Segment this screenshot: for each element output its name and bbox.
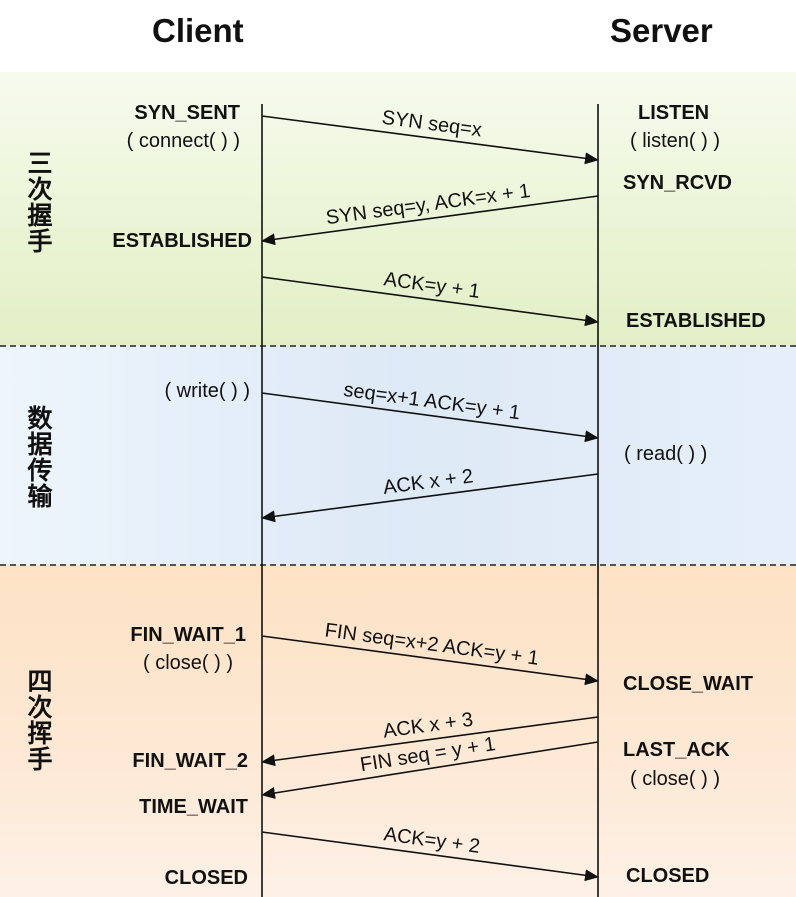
server-state-close-wait: CLOSE_WAIT <box>623 673 754 695</box>
server-state-last-ack: LAST_ACK <box>623 739 730 761</box>
phase-band-teardown <box>0 565 796 897</box>
message-arrow <box>261 115 599 165</box>
message-arrow <box>261 831 599 882</box>
server-state-syn-rcvd: SYN_RCVD <box>623 172 732 194</box>
message-label: seq=x+1 ACK=y + 1 <box>342 379 521 424</box>
message-arrow <box>261 195 599 246</box>
message-label: FIN seq=x+2 ACK=y + 1 <box>324 619 541 669</box>
message-arrow <box>261 473 599 523</box>
message-arrow <box>261 716 599 767</box>
message-arrow <box>261 635 599 686</box>
phase-divider <box>0 345 796 347</box>
message-label: SYN seq=x <box>381 107 484 142</box>
phase-band-data-transfer <box>0 346 796 565</box>
client-call-write: ( write( ) ) <box>164 380 250 402</box>
client-title: Client <box>152 12 244 49</box>
client-state-closed: CLOSED <box>164 867 248 889</box>
server-call-read: ( read( ) ) <box>624 443 708 465</box>
server-state-established: ESTABLISHED <box>626 310 766 332</box>
client-state-fin-wait-1: FIN_WAIT_1 <box>130 624 246 646</box>
client-state-fin-wait-2: FIN_WAIT_2 <box>132 750 248 772</box>
client-state-time-wait: TIME_WAIT <box>139 796 248 818</box>
message-label: ACK=y + 1 <box>382 268 481 303</box>
server-state-closed: CLOSED <box>626 865 710 887</box>
client-state-syn-sent: SYN_SENT <box>134 102 240 124</box>
server-call-close: ( close( ) ) <box>630 768 720 790</box>
message-label: ACK x + 2 <box>382 465 475 499</box>
phase-label-data-transfer: 数据传输 <box>24 405 52 509</box>
phase-label-teardown: 四次挥手 <box>24 668 52 772</box>
phase-label-handshake: 三次握手 <box>24 150 52 254</box>
phase-divider <box>0 564 796 566</box>
client-call-close: ( close( ) ) <box>143 652 233 674</box>
message-label: ACK=y + 2 <box>382 823 481 858</box>
client-state-established: ESTABLISHED <box>112 230 252 252</box>
message-arrow <box>261 276 599 327</box>
server-call-listen: ( listen( ) ) <box>630 130 720 152</box>
phase-band-handshake <box>0 72 796 346</box>
message-arrow <box>261 392 599 443</box>
server-state-listen: LISTEN <box>638 102 710 124</box>
client-call-connect: ( connect( ) ) <box>126 130 240 152</box>
server-title: Server <box>610 12 713 49</box>
message-label: SYN seq=y, ACK=x + 1 <box>325 180 532 229</box>
message-arrow <box>261 741 599 799</box>
